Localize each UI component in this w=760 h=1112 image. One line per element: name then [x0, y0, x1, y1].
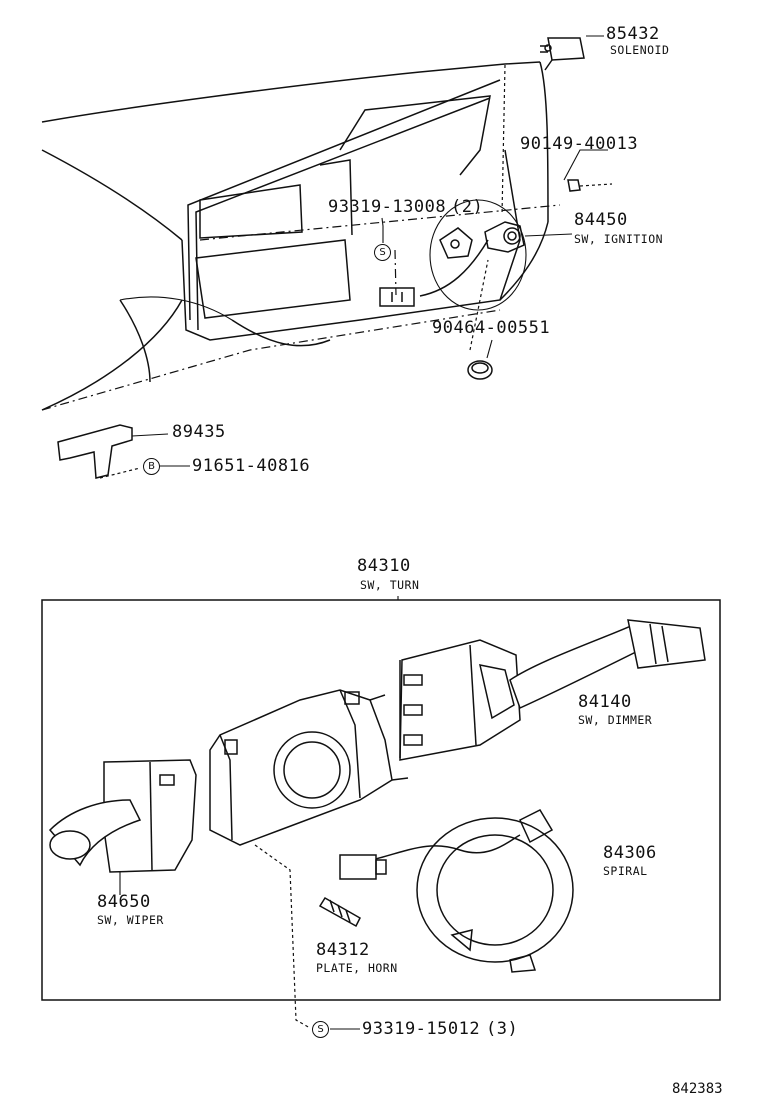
solenoid-part: [540, 37, 585, 71]
turn-switch-body-part: [209, 689, 409, 1029]
ignition-part-number: 84450: [574, 210, 628, 230]
spiral-cable-part: [339, 809, 574, 973]
lower-screw-quantity: (3): [486, 1019, 519, 1039]
lower-screw-part-number: 93319-15012: [362, 1019, 481, 1039]
figure-id: 842383: [672, 1081, 723, 1097]
ignition-area: [379, 64, 527, 351]
horn-plate-name: PLATE, HORN: [316, 961, 398, 975]
bolt-b-symbol: B: [143, 458, 160, 475]
ignition-name: SW, IGNITION: [574, 232, 664, 246]
dimmer-switch-part: [399, 619, 706, 761]
turn-switch-frame: [41, 599, 721, 1001]
horn-plate-part-number: 84312: [316, 940, 370, 960]
spiral-name: SPIRAL: [603, 864, 648, 878]
screw-part-number: 93319-13008: [328, 197, 447, 217]
screw-quantity: (2): [451, 197, 484, 217]
bracket-part: [57, 424, 141, 479]
wiper-part-number: 84650: [97, 892, 151, 912]
clip-part: [467, 360, 493, 380]
dimmer-part-number: 84140: [578, 692, 632, 712]
turn-switch-part-number: 84310: [357, 556, 411, 576]
lower-screw-symbol-s: S: [312, 1021, 329, 1038]
horn-plate-part: [318, 896, 361, 928]
bracket-part-number: 89435: [172, 422, 226, 442]
solenoid-part-number: 85432: [606, 24, 660, 44]
wiper-switch-part: [48, 759, 197, 895]
bolt-b-part-number: 91651-40816: [192, 456, 311, 476]
bolt-part: [567, 179, 613, 192]
solenoid-name: SOLENOID: [610, 43, 670, 57]
instrument-panel-outline: [41, 61, 561, 411]
dimmer-name: SW, DIMMER: [578, 713, 653, 727]
bolt-part-number: 90149-40013: [520, 134, 639, 154]
spiral-part-number: 84306: [603, 843, 657, 863]
screw-symbol-s: S: [374, 244, 391, 261]
upper-leader-lines: [131, 35, 608, 467]
turn-switch-name: SW, TURN: [360, 578, 420, 592]
wiper-name: SW, WIPER: [97, 913, 164, 927]
clip-part-number: 90464-00551: [432, 318, 551, 338]
